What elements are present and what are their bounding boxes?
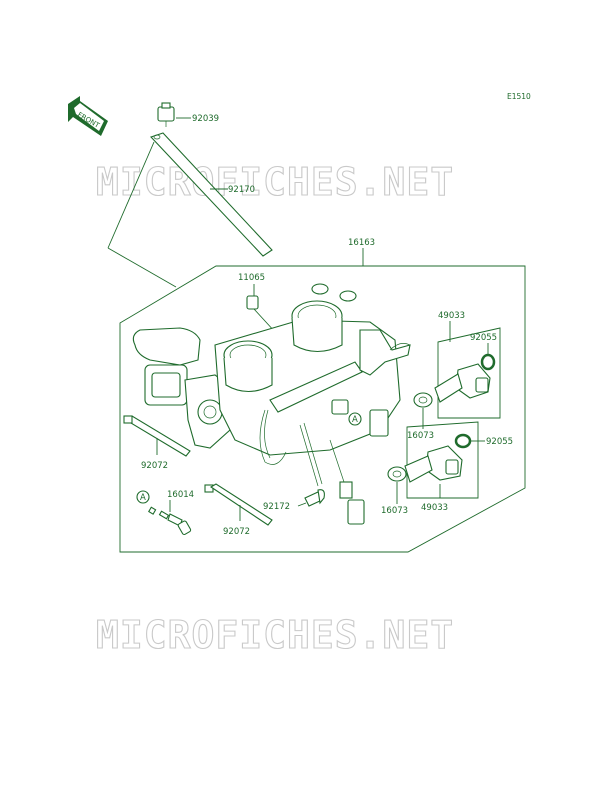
strap-92170-icon: [150, 132, 273, 257]
washer-16073-top-icon: [413, 392, 433, 408]
callout-a-left-label: A: [140, 493, 146, 503]
part-label-92055-top: 92055: [470, 333, 497, 343]
cap-11065-icon: [246, 295, 277, 334]
part-label-92055-mid: 92055: [486, 437, 513, 447]
watermark-bottom: MICROFICHES.NET: [96, 613, 454, 657]
front-arrow-icon: FRONT: [68, 96, 108, 136]
oring-92055-mid-icon: [454, 433, 472, 449]
part-label-16163: 16163: [348, 238, 375, 248]
watermark-top: MICROFICHES.NET: [96, 160, 454, 204]
part-label-16073-top: 16073: [407, 431, 434, 441]
callout-a-center-label: A: [352, 415, 358, 425]
injector-49033-top-icon: [434, 363, 491, 403]
throttle-body-icon: [132, 283, 411, 525]
part-label-92170: 92170: [228, 185, 255, 195]
injector-49033-bottom-icon: [404, 445, 463, 483]
callout-a-center: [348, 412, 362, 426]
screw-16014-icon: [148, 506, 192, 536]
part-label-16073-bottom: 16073: [381, 506, 408, 516]
part-label-92039: 92039: [192, 114, 219, 124]
part-label-16014: 16014: [167, 490, 194, 500]
part-label-92072-left: 92072: [141, 461, 168, 471]
screw-92172-icon: [304, 489, 325, 507]
part-label-49033-bottom: 49033: [421, 503, 448, 513]
cable-tie-92072-bottom-icon: [204, 483, 273, 526]
washer-16073-bottom-icon: [387, 466, 407, 482]
callout-a-left: [136, 490, 150, 504]
assembly-16163-outline: [119, 265, 526, 553]
part-label-92172: 92172: [263, 502, 290, 512]
bolt-92039-icon: [157, 102, 175, 127]
cable-tie-92072-left-icon: [123, 415, 191, 457]
oring-92055-top-icon: [480, 353, 496, 371]
part-label-92072-bottom: 92072: [223, 527, 250, 537]
diagram-code: E1510: [507, 92, 531, 101]
part-label-11065: 11065: [238, 273, 265, 283]
part-label-49033-top: 49033: [438, 311, 465, 321]
